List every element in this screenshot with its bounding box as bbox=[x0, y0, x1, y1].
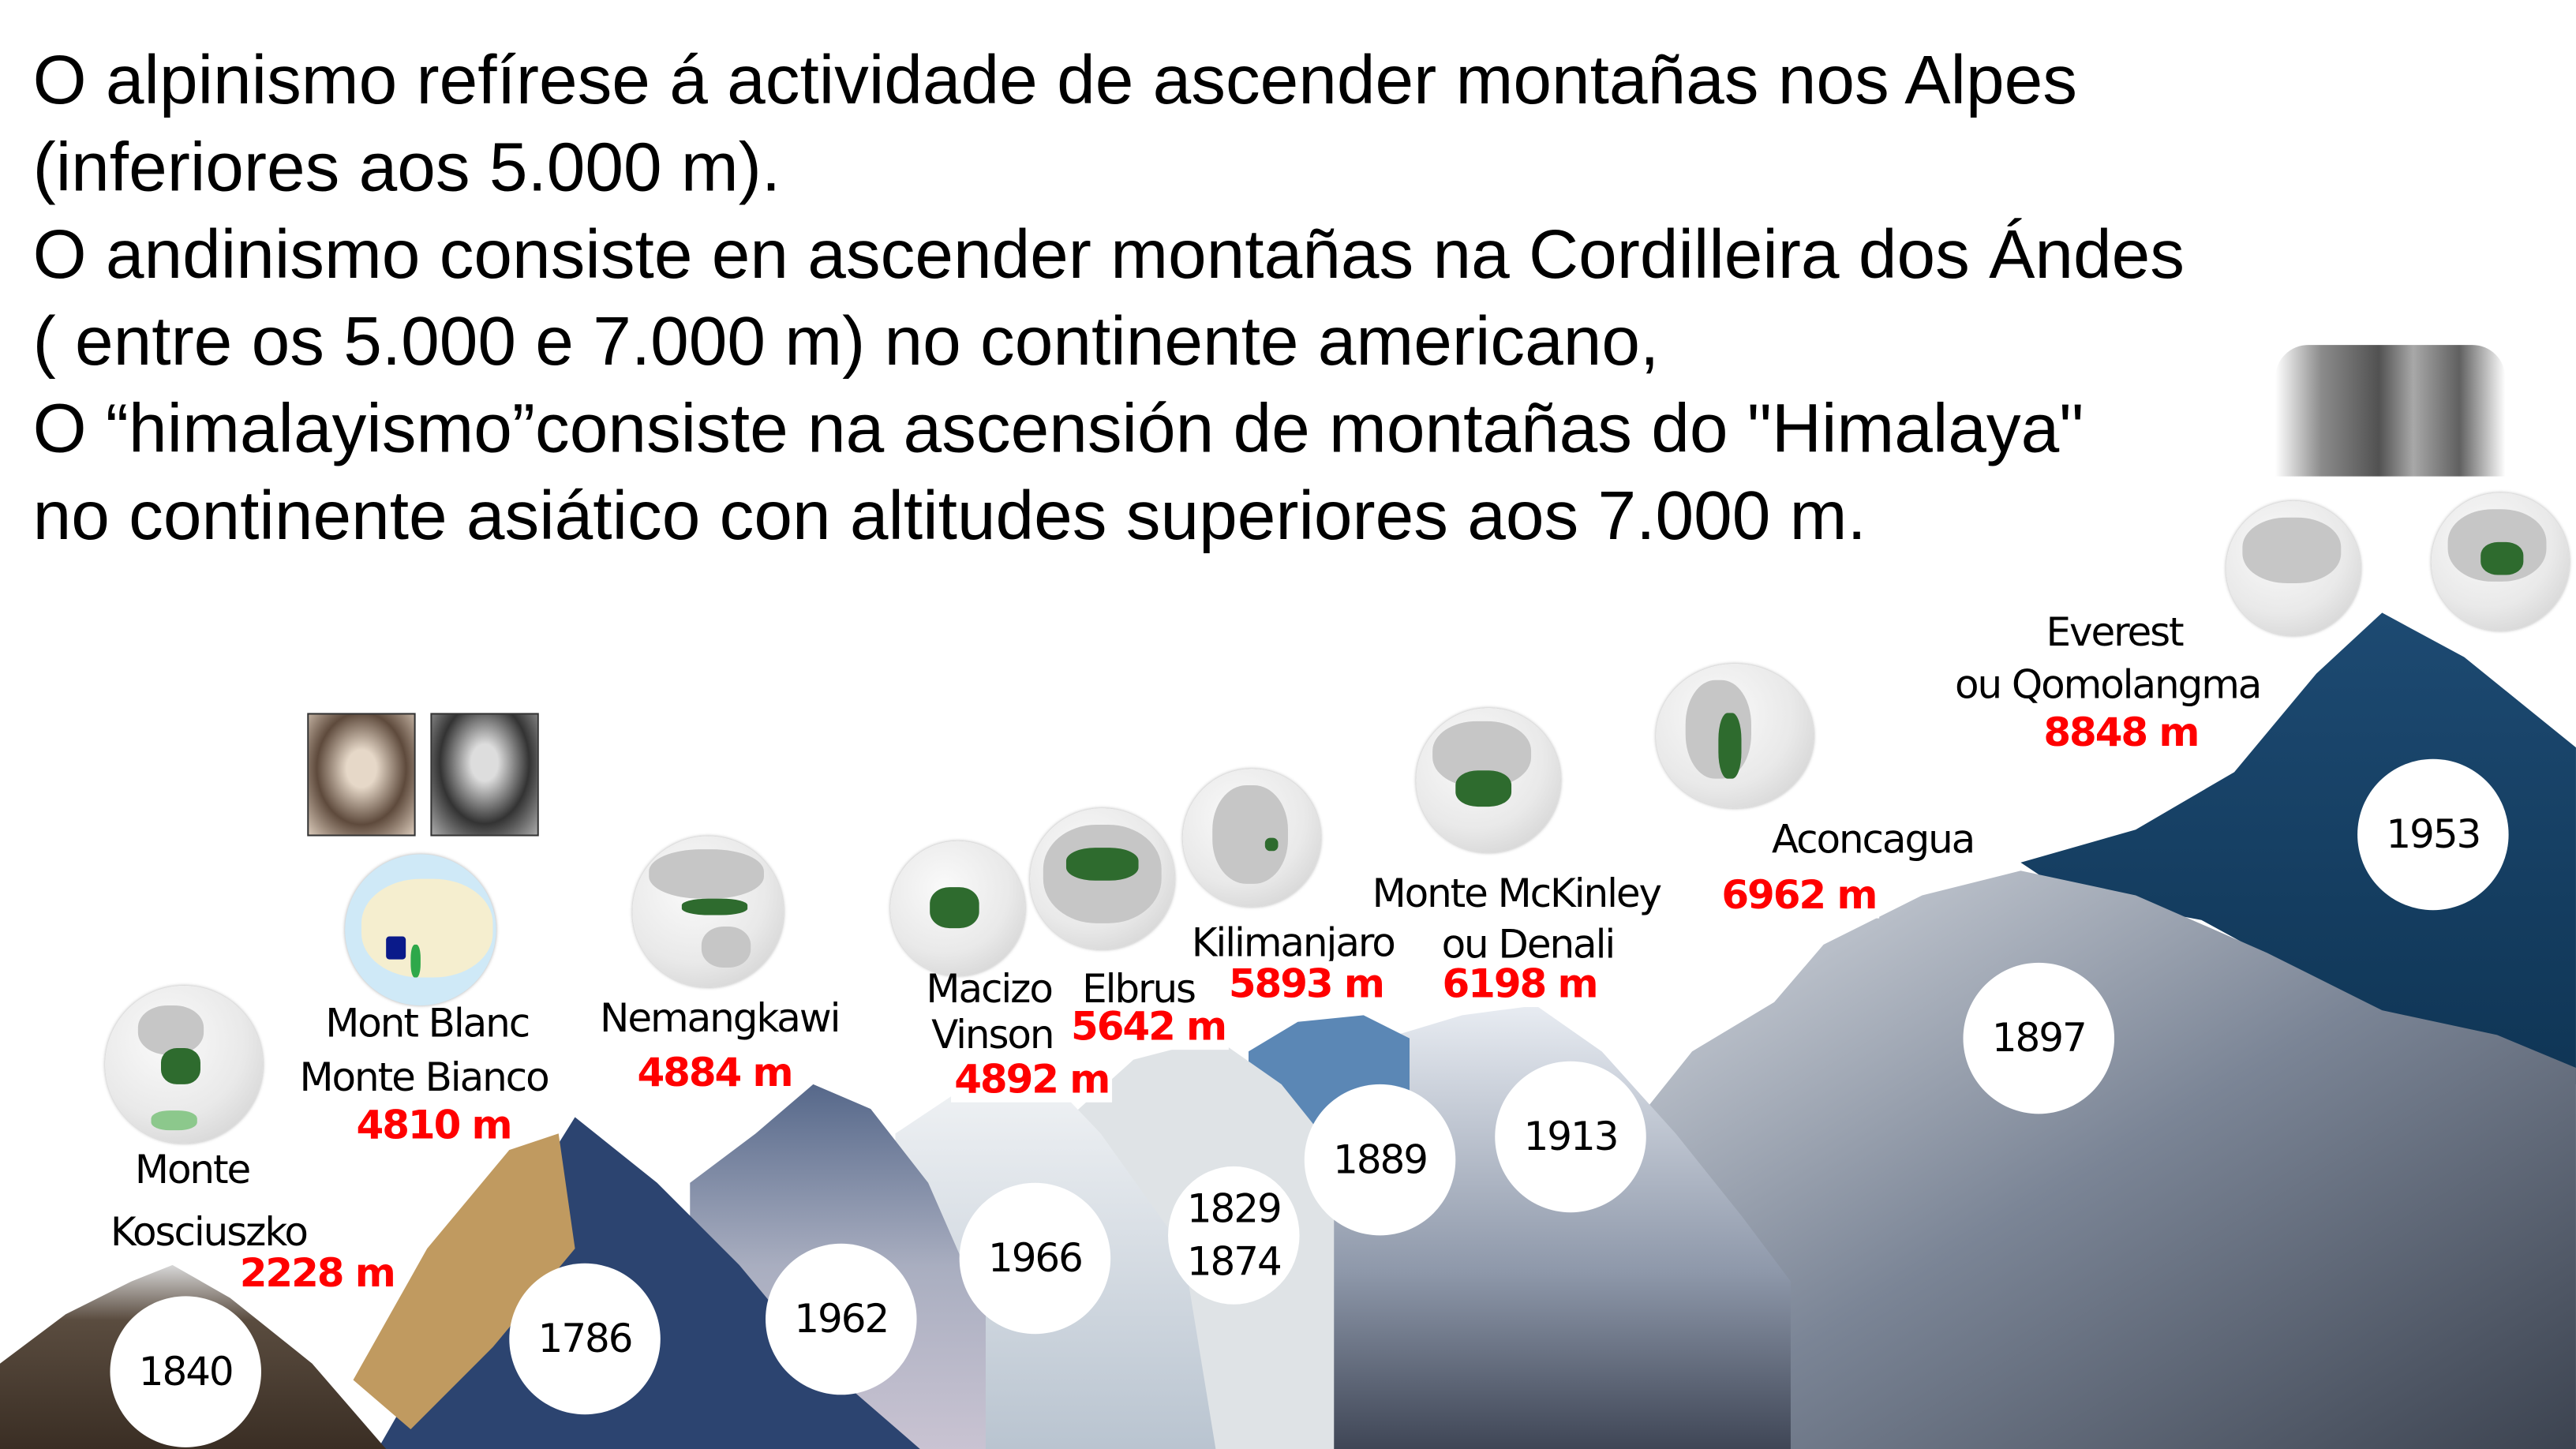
intro-line: O “himalayismo”consiste na ascensión de … bbox=[32, 389, 2084, 467]
mountain-name: Macizo bbox=[926, 965, 1053, 1013]
intro-line: ( entre os 5.000 e 7.000 m) no continent… bbox=[32, 302, 1660, 380]
climbers-photo bbox=[2275, 345, 2506, 477]
globe-africa-icon bbox=[1182, 769, 1321, 908]
mountain-name: Monte McKinley bbox=[1372, 871, 1663, 917]
ascent-year-badge: 1913 bbox=[1495, 1061, 1646, 1213]
ascent-year-badge: 1889 bbox=[1304, 1084, 1456, 1236]
mountain-name: ou Denali bbox=[1441, 921, 1616, 968]
intro-text: O alpinismo refírese á actividade de asc… bbox=[33, 36, 2185, 559]
year: 1786 bbox=[537, 1316, 634, 1362]
intro-line: (inferiores aos 5.000 m). bbox=[32, 128, 781, 206]
year: 1966 bbox=[987, 1235, 1084, 1282]
altitude-label: 4892 m bbox=[951, 1056, 1113, 1103]
year: 1897 bbox=[1991, 1015, 2087, 1061]
mountain-name: Nemangkawi bbox=[600, 995, 841, 1042]
mountain-name: Vinson bbox=[931, 1012, 1054, 1058]
mountain-name: Monte bbox=[134, 1146, 251, 1193]
mountain-name: ou Qomolangma bbox=[1955, 661, 2262, 709]
altitude-label: 6962 m bbox=[1718, 872, 1880, 919]
year: 1874 bbox=[1186, 1238, 1282, 1285]
globe-russia-icon bbox=[1030, 808, 1175, 950]
altitude-label: 4810 m bbox=[353, 1102, 515, 1149]
globe-europe-icon bbox=[345, 854, 496, 1005]
everest-silhouette bbox=[2020, 612, 2576, 1084]
globe-china-icon bbox=[2431, 492, 2570, 631]
ascent-year-badge: 1840 bbox=[110, 1296, 261, 1447]
globe-indonesia-icon bbox=[632, 836, 784, 988]
intro-line: O andinismo consiste en ascender montaña… bbox=[32, 215, 2185, 293]
globe-antarctica-icon bbox=[890, 841, 1025, 976]
year: 1840 bbox=[138, 1348, 234, 1395]
globe-south-america-icon bbox=[1656, 663, 1814, 809]
year: 1962 bbox=[794, 1296, 889, 1342]
portrait-photo bbox=[307, 713, 416, 837]
mountain-name: Mont Blanc bbox=[325, 1000, 530, 1046]
intro-line: no continente asiático con altitudes sup… bbox=[32, 476, 1866, 554]
year: 1889 bbox=[1333, 1136, 1428, 1183]
mckinley-silhouette bbox=[1331, 1005, 1791, 1449]
portrait-photo bbox=[430, 713, 539, 837]
altitude-label: 8848 m bbox=[2040, 710, 2202, 756]
year: 1913 bbox=[1523, 1114, 1619, 1160]
ascent-year-badge: 1829 1874 bbox=[1168, 1166, 1300, 1305]
altitude-label: 2228 m bbox=[236, 1250, 398, 1297]
globe-asia-icon bbox=[2226, 500, 2361, 636]
year: 1953 bbox=[2386, 811, 2481, 858]
altitude-label: 4884 m bbox=[634, 1050, 796, 1096]
intro-line: O alpinismo refírese á actividade de asc… bbox=[32, 41, 2077, 118]
mountain-name: Everest bbox=[2046, 609, 2184, 656]
mont-blanc-rock bbox=[353, 1133, 575, 1429]
altitude-label: 5642 m bbox=[1067, 1003, 1230, 1050]
altitude-label: 5893 m bbox=[1225, 960, 1387, 1008]
ascent-year-badge: 1953 bbox=[2357, 758, 2509, 911]
globe-north-america-icon bbox=[1416, 708, 1561, 853]
mountain-name: Kilimanjaro bbox=[1191, 919, 1396, 966]
year: 1829 bbox=[1186, 1185, 1282, 1233]
ascent-year-badge: 1786 bbox=[509, 1263, 661, 1415]
ascent-year-badge: 1966 bbox=[959, 1182, 1111, 1335]
mountain-name: Monte Bianco bbox=[299, 1054, 550, 1101]
ascent-year-badge: 1962 bbox=[766, 1243, 917, 1395]
ascent-year-badge: 1897 bbox=[1963, 962, 2115, 1114]
aconcagua-silhouette bbox=[1626, 871, 2576, 1449]
globe-australia-icon bbox=[105, 985, 264, 1144]
mountain-name: Kosciuszko bbox=[110, 1209, 309, 1256]
altitude-label: 6198 m bbox=[1439, 960, 1601, 1008]
mountain-name: Aconcagua bbox=[1771, 816, 1975, 863]
